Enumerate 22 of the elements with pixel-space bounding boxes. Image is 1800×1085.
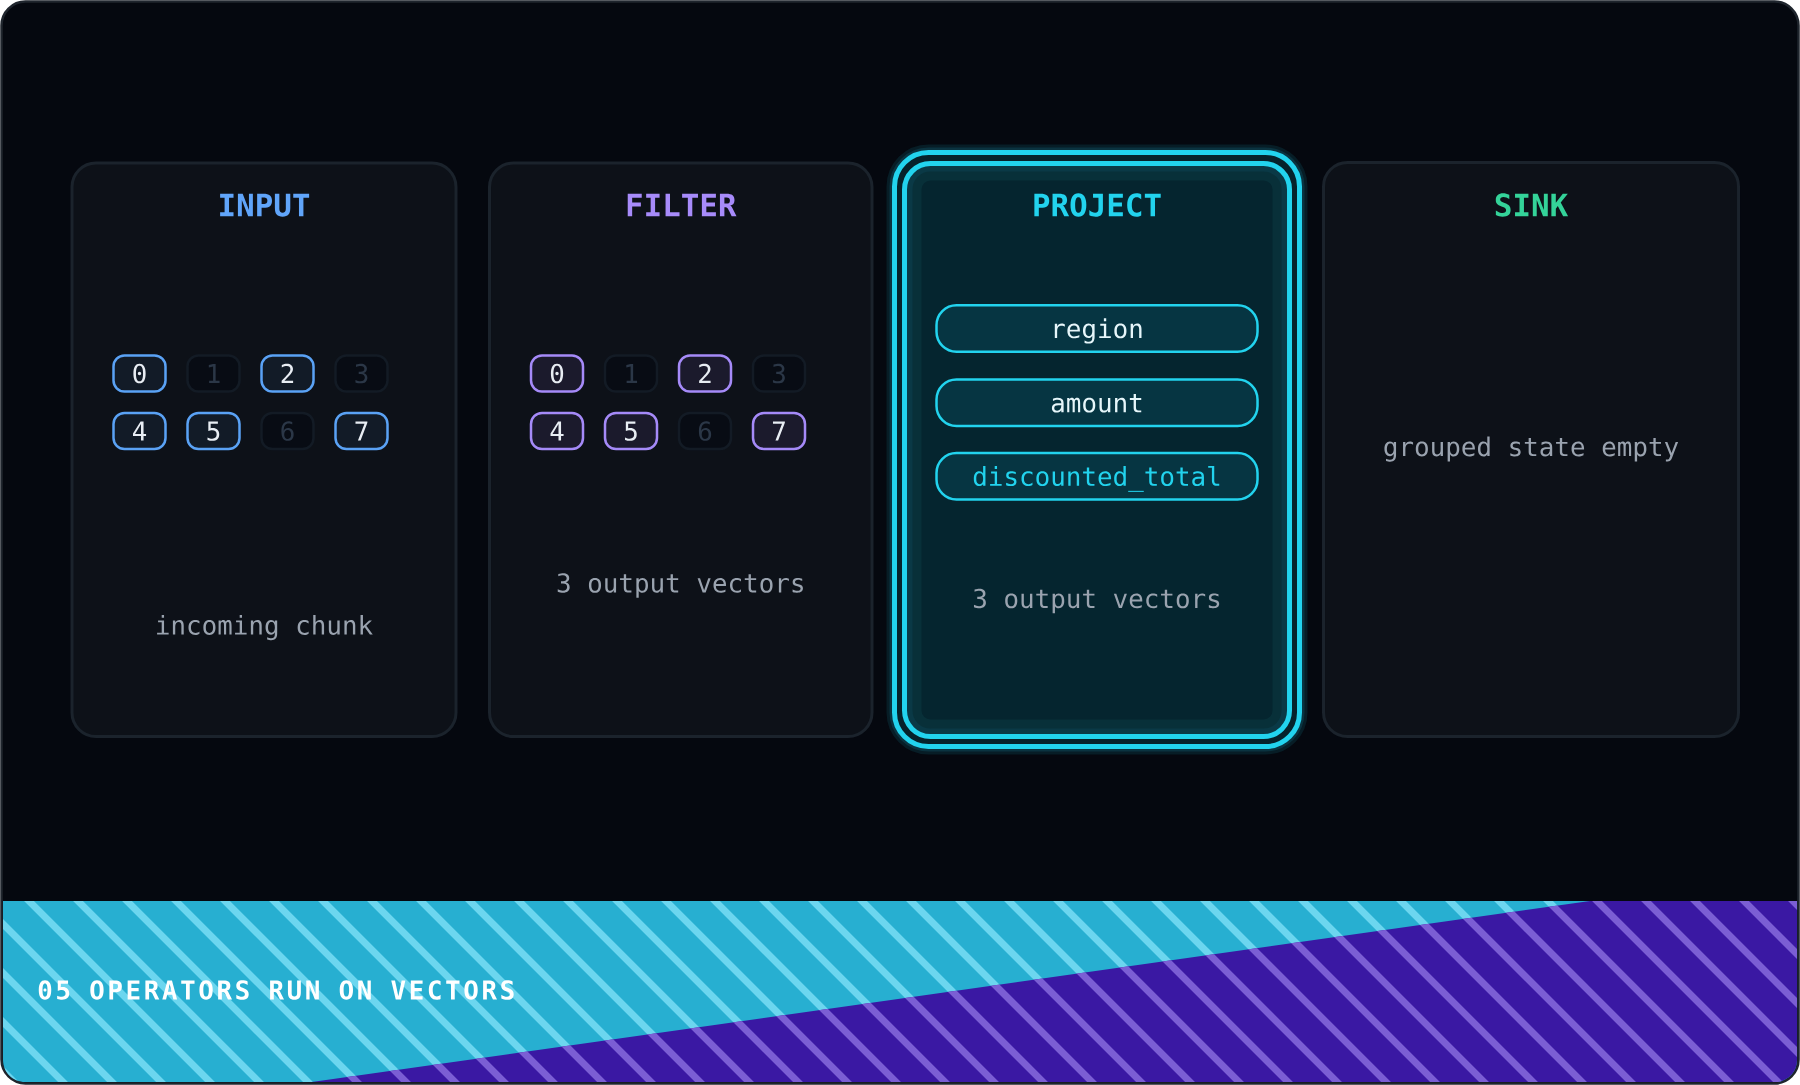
number-chip: 2: [677, 354, 733, 393]
panel-title: PROJECT: [1034, 193, 1161, 217]
number-chip: 4: [529, 411, 585, 451]
column-pill: amount: [935, 378, 1259, 428]
panel-title: INPUT: [220, 193, 310, 217]
number-chip: 0: [529, 354, 585, 393]
panel-caption: 3 output vectors: [974, 588, 1220, 614]
number-chip: 7: [751, 411, 807, 451]
number-chip: 5: [186, 411, 241, 451]
panel-title: SINK: [1495, 193, 1569, 217]
column-pill: discounted_total: [935, 451, 1259, 501]
number-chip: 0: [112, 354, 167, 393]
panel-title: FILTER: [627, 193, 737, 217]
panel-caption: incoming chunk: [157, 614, 373, 641]
panel-caption: 3 output vectors: [557, 573, 803, 598]
banner-title: 05 OPERATORS RUN ON VECTORS: [38, 980, 514, 1000]
number-chip: 5: [603, 411, 659, 451]
panel-caption: grouped state empty: [1384, 436, 1679, 462]
number-chip: 2: [260, 354, 315, 393]
column-pill: region: [935, 304, 1259, 353]
number-chip: 7: [334, 411, 389, 451]
number-chip: 4: [112, 411, 167, 451]
